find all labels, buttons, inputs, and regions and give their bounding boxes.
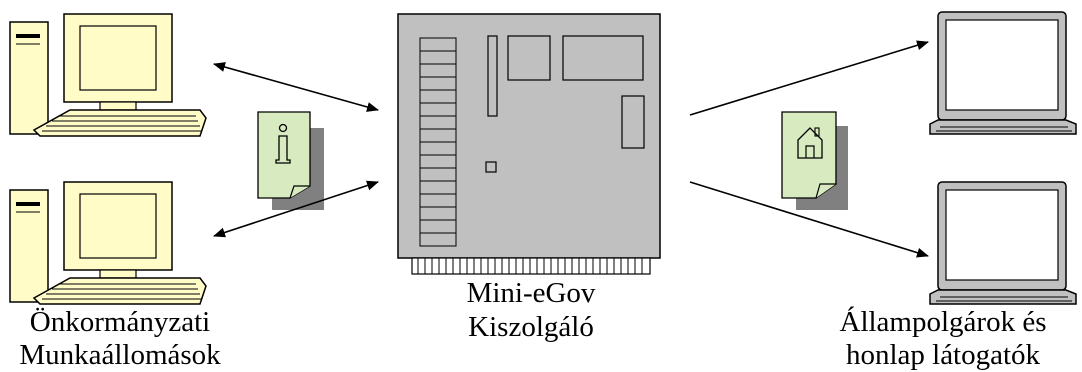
citizens-label-line1: Állampolgárok és	[839, 306, 1047, 338]
server-slot	[419, 154, 457, 169]
workstations-label: Önkormányzati Munkaállomások	[10, 306, 230, 372]
server-slot	[419, 128, 457, 143]
server-slot	[419, 219, 457, 234]
workstation-server-arrow	[213, 62, 379, 112]
server-slot	[419, 63, 457, 78]
server-label-line1: Mini-eGov	[466, 277, 596, 309]
desktop-computer-icon	[9, 181, 207, 305]
server-slot	[419, 206, 457, 221]
server-slot	[419, 167, 457, 182]
server-label: Mini-eGov Kiszolgáló	[400, 276, 662, 348]
server-slot	[419, 89, 457, 104]
server-slot	[419, 193, 457, 208]
laptop-icon	[929, 181, 1077, 305]
server-slot	[419, 115, 457, 130]
home-document-icon	[781, 111, 848, 210]
server-board-icon	[397, 13, 661, 275]
server-label-line2: Kiszolgáló	[468, 311, 594, 343]
workstations-label-line2: Munkaállomások	[19, 339, 221, 371]
server-slot	[419, 37, 457, 52]
server-citizen-arrow	[689, 40, 929, 116]
info-document-icon	[257, 111, 324, 210]
server-citizen-arrow	[689, 181, 929, 258]
server-slot	[419, 50, 457, 65]
server-slot	[419, 76, 457, 91]
server-slot	[419, 102, 457, 117]
server-slot	[419, 180, 457, 195]
workstation-server-arrow	[213, 180, 379, 238]
citizens-label: Állampolgárok és honlap látogatók	[812, 306, 1074, 372]
server-slot	[419, 232, 457, 247]
server-slot	[419, 141, 457, 156]
desktop-computer-icon	[9, 13, 207, 137]
citizens-label-line2: honlap látogatók	[845, 339, 1041, 371]
workstations-label-line1: Önkormányzati	[29, 306, 211, 338]
laptop-icon	[929, 11, 1077, 135]
